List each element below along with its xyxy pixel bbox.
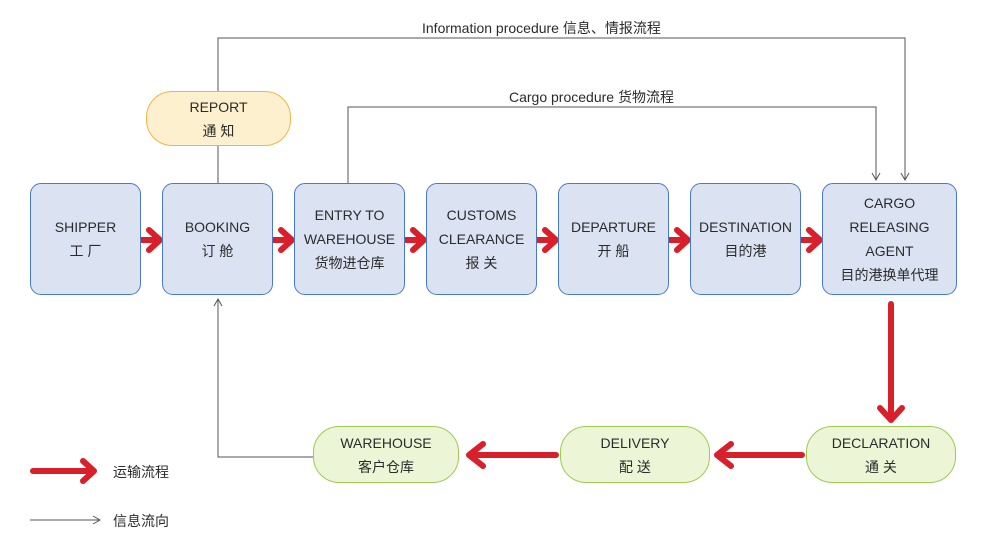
- arrow-entry-customs: [402, 227, 427, 253]
- node-report: REPORT 通 知: [146, 91, 291, 146]
- node-shipper-en: SHIPPER: [54, 219, 117, 235]
- node-declaration-cn: 通 关: [865, 458, 897, 475]
- information-procedure-label: Information procedure 信息、情报流程: [422, 20, 661, 36]
- arrow-declaration-delivery: [714, 441, 805, 469]
- node-entry-en-1: ENTRY TO: [314, 207, 385, 223]
- node-declaration-en: DECLARATION: [831, 434, 931, 451]
- node-report-cn: 通 知: [202, 122, 235, 139]
- node-customs-en-2: CLEARANCE: [438, 231, 525, 247]
- node-delivery: DELIVERY 配 送: [560, 426, 710, 483]
- arrow-delivery-warehouse: [466, 441, 559, 469]
- node-customs-en-1: CUSTOMS: [446, 207, 517, 223]
- cargo-procedure-label: Cargo procedure 货物流程: [509, 89, 674, 105]
- node-shipper: SHIPPER 工 厂: [30, 183, 141, 295]
- arrow-agent-declaration: [877, 301, 905, 423]
- legend-transport-label: 运输流程: [113, 464, 169, 480]
- legend-red-arrow: [30, 458, 97, 484]
- node-cargo-releasing-agent: CARGO RELEASING AGENT 目的港换单代理: [822, 183, 957, 295]
- arrow-booking-entry: [270, 227, 295, 253]
- node-report-en: REPORT: [189, 98, 248, 115]
- node-agent-en-3: AGENT: [865, 243, 914, 259]
- info-line-warehouse-to-booking: [213, 297, 313, 458]
- node-agent-en-2: RELEASING: [849, 219, 930, 235]
- node-delivery-en: DELIVERY: [600, 434, 670, 451]
- node-customs-clearance: CUSTOMS CLEARANCE 报 关: [426, 183, 537, 295]
- node-warehouse-cn: 客户仓库: [358, 458, 414, 475]
- node-entry-to-warehouse: ENTRY TO WAREHOUSE 货物进仓库: [294, 183, 405, 295]
- node-agent-cn: 目的港换单代理: [840, 267, 939, 283]
- info-line-top: [217, 37, 910, 182]
- node-booking-cn: 订 舱: [201, 243, 234, 259]
- node-destination: DESTINATION 目的港: [690, 183, 801, 295]
- arrow-departure-destination: [666, 227, 691, 253]
- node-warehouse-en: WAREHOUSE: [340, 434, 432, 451]
- node-delivery-cn: 配 送: [619, 458, 651, 475]
- node-booking: BOOKING 订 舱: [162, 183, 273, 295]
- legend-information-label: 信息流向: [113, 513, 169, 529]
- node-agent-en-1: CARGO: [863, 195, 916, 211]
- node-departure-cn: 开 船: [597, 243, 630, 259]
- node-booking-en: BOOKING: [184, 219, 251, 235]
- node-destination-en: DESTINATION: [698, 219, 793, 235]
- node-entry-en-2: WAREHOUSE: [303, 231, 396, 247]
- node-customs-cn: 报 关: [465, 255, 498, 271]
- node-declaration: DECLARATION 通 关: [806, 426, 956, 483]
- cargo-line-top: [347, 106, 881, 183]
- node-destination-cn: 目的港: [724, 243, 767, 259]
- node-shipper-cn: 工 厂: [69, 243, 102, 259]
- node-warehouse: WAREHOUSE 客户仓库: [313, 426, 459, 483]
- node-departure-en: DEPARTURE: [570, 219, 657, 235]
- arrow-shipper-booking: [138, 227, 163, 253]
- arrow-destination-agent: [798, 227, 823, 253]
- arrow-customs-departure: [534, 227, 559, 253]
- node-entry-cn: 货物进仓库: [314, 255, 385, 271]
- node-departure: DEPARTURE 开 船: [558, 183, 669, 295]
- transport-arrows: [30, 227, 905, 484]
